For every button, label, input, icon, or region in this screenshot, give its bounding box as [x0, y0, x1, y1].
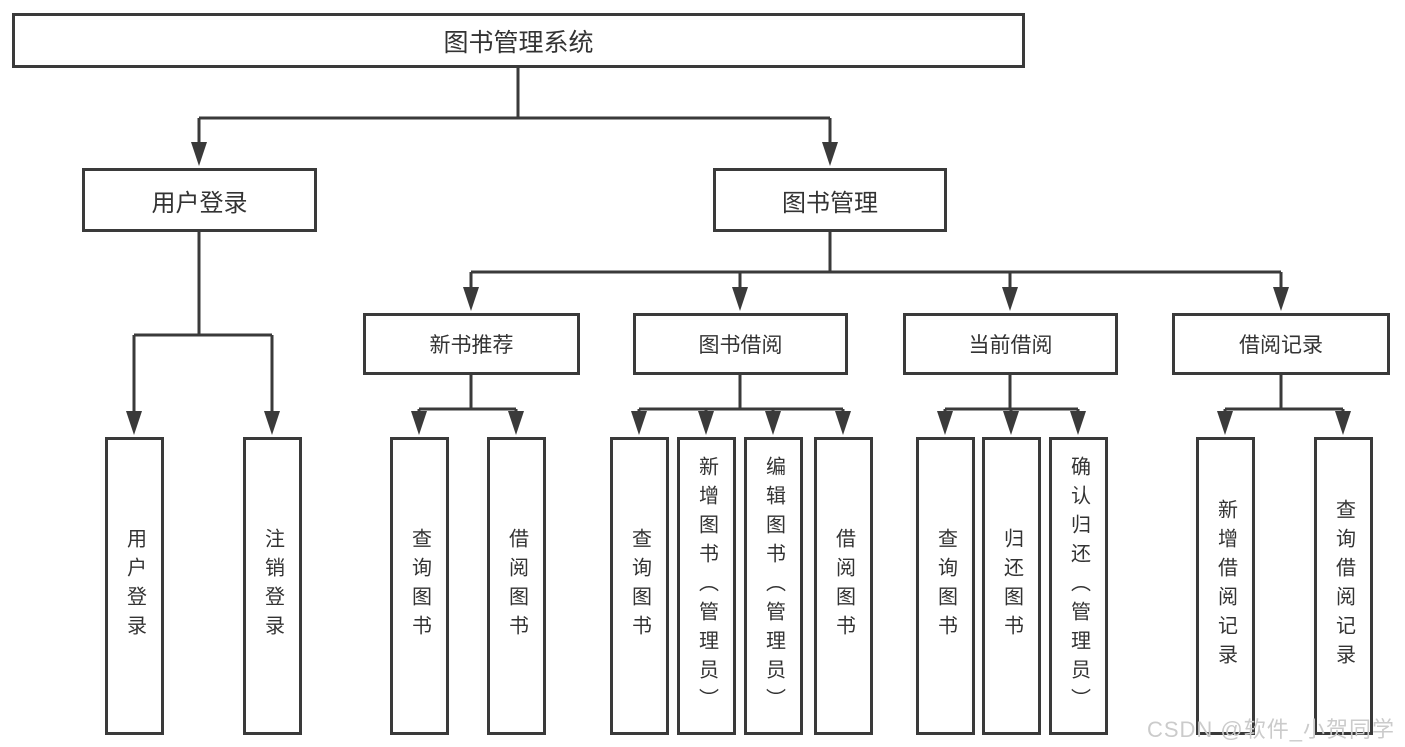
- arrow-down-icon: [937, 411, 953, 435]
- arrow-down-icon: [765, 411, 781, 435]
- node-current-borrow: 当前借阅: [903, 313, 1118, 375]
- leaf-user-login: 用户登录: [105, 437, 164, 735]
- leaf-label: 查询借阅记录: [1332, 499, 1355, 673]
- leaf-label: 借阅图书: [832, 528, 855, 644]
- leaf-newbook-borrow-books: 借阅图书: [487, 437, 546, 735]
- connector-borrow-records-children: [1217, 375, 1351, 435]
- connector-book-management-to-level3: [463, 232, 1289, 311]
- watermark: CSDN @软件_小贺同学: [1146, 717, 1395, 742]
- leaf-records-add-record: 新增借阅记录: [1196, 437, 1255, 735]
- arrow-down-icon: [1273, 287, 1289, 311]
- node-new-book-recommend: 新书推荐: [363, 313, 580, 375]
- leaf-borrow-edit-books-admin: 编辑图书（管理员）: [744, 437, 803, 735]
- connector-new-book-children: [411, 375, 524, 435]
- node-book-management: 图书管理: [713, 168, 947, 232]
- arrow-down-icon: [463, 287, 479, 311]
- leaf-borrow-query-books: 查询图书: [610, 437, 669, 735]
- arrow-down-icon: [264, 411, 280, 435]
- arrow-down-icon: [732, 287, 748, 311]
- leaf-newbook-query-books: 查询图书: [390, 437, 449, 735]
- arrow-down-icon: [191, 142, 207, 166]
- leaf-borrow-borrow-books: 借阅图书: [814, 437, 873, 735]
- leaf-label: 查询图书: [408, 528, 431, 644]
- connector-user-login-children: [126, 232, 280, 435]
- node-library-management-system: 图书管理系统: [12, 13, 1025, 68]
- arrow-down-icon: [1217, 411, 1233, 435]
- arrow-down-icon: [822, 142, 838, 166]
- connector-book-borrow-children: [631, 375, 851, 435]
- leaf-current-return-books: 归还图书: [982, 437, 1041, 735]
- leaf-current-query-books: 查询图书: [916, 437, 975, 735]
- leaf-borrow-add-books-admin: 新增图书（管理员）: [677, 437, 736, 735]
- leaf-records-query-record: 查询借阅记录: [1314, 437, 1373, 735]
- node-borrow-records: 借阅记录: [1172, 313, 1390, 375]
- leaf-logout: 注销登录: [243, 437, 302, 735]
- node-user-login: 用户登录: [82, 168, 317, 232]
- connector-root-to-level2: [191, 68, 838, 166]
- leaf-label: 查询图书: [628, 528, 651, 644]
- arrow-down-icon: [126, 411, 142, 435]
- arrow-down-icon: [1002, 287, 1018, 311]
- arrow-down-icon: [835, 411, 851, 435]
- leaf-label: 新增图书（管理员）: [695, 455, 718, 717]
- arrow-down-icon: [698, 411, 714, 435]
- leaf-label: 借阅图书: [505, 528, 528, 644]
- arrow-down-icon: [411, 411, 427, 435]
- arrow-down-icon: [631, 411, 647, 435]
- leaf-label: 注销登录: [261, 528, 284, 644]
- arrow-down-icon: [1070, 411, 1086, 435]
- leaf-label: 编辑图书（管理员）: [762, 455, 785, 717]
- leaf-label: 确认归还（管理员）: [1067, 455, 1090, 717]
- leaf-label: 查询图书: [934, 528, 957, 644]
- node-book-borrow: 图书借阅: [633, 313, 848, 375]
- arrow-down-icon: [1003, 411, 1019, 435]
- leaf-label: 用户登录: [123, 528, 146, 644]
- arrow-down-icon: [508, 411, 524, 435]
- leaf-label: 新增借阅记录: [1214, 499, 1237, 673]
- leaf-label: 归还图书: [1000, 528, 1023, 644]
- connector-current-borrow-children: [937, 375, 1086, 435]
- arrow-down-icon: [1335, 411, 1351, 435]
- leaf-current-confirm-return-admin: 确认归还（管理员）: [1049, 437, 1108, 735]
